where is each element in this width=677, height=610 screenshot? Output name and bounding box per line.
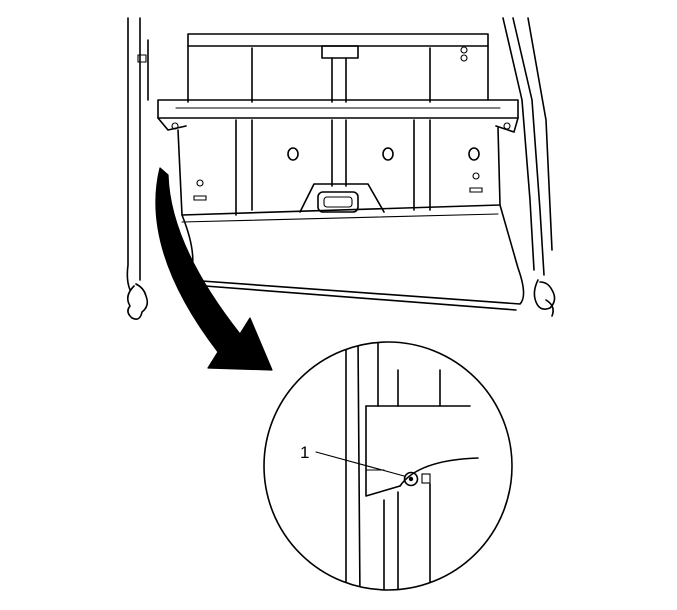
headliner-assembly <box>157 33 525 311</box>
callout-1-label: 1 <box>300 443 309 462</box>
detail-circle <box>263 341 513 591</box>
detail-view <box>263 341 513 591</box>
direction-arrow <box>155 167 273 371</box>
callout-1: 1 <box>300 443 405 477</box>
right-pillar <box>502 17 556 317</box>
left-pillar <box>126 17 149 320</box>
screw-icon <box>403 471 419 487</box>
